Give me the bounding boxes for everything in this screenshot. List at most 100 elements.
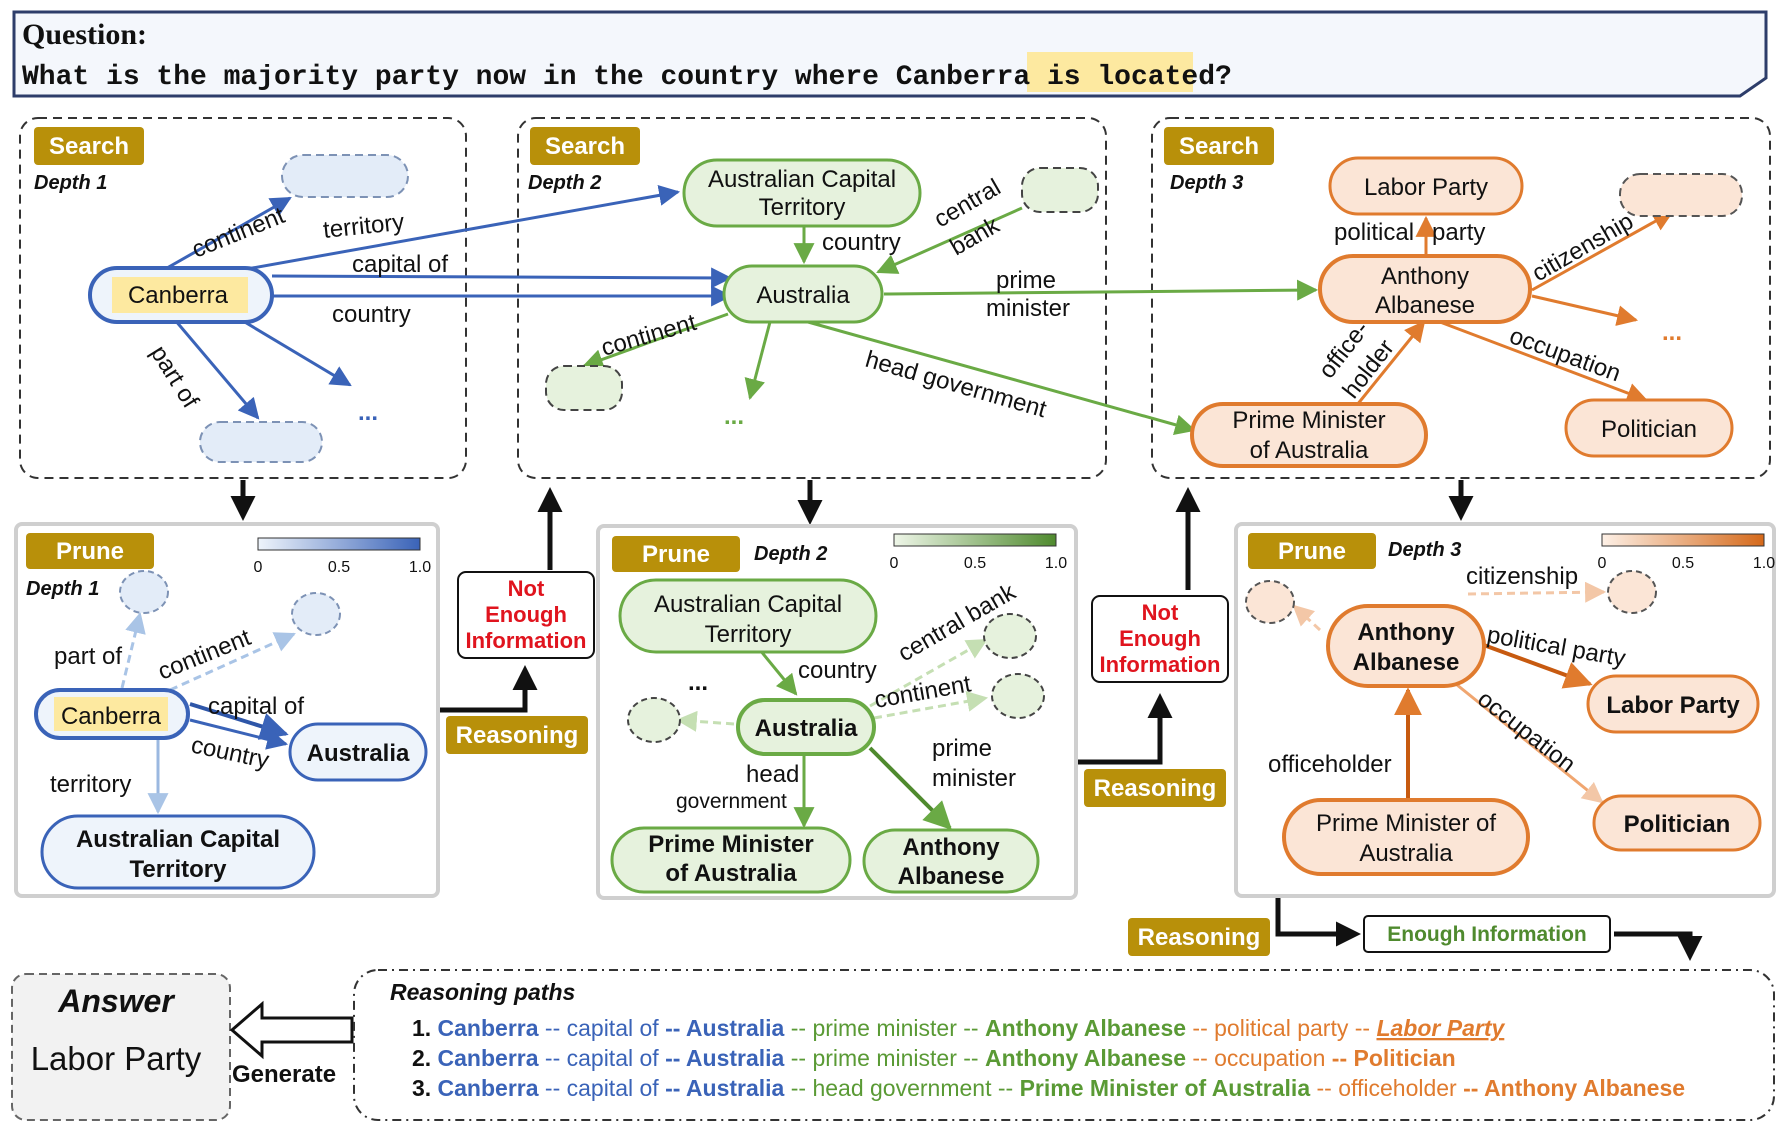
- search-panel-depth2: [517, 117, 1107, 479]
- svg-text:Reasoning: Reasoning: [1138, 924, 1261, 951]
- search2-unknown-node-2: [545, 365, 623, 411]
- question-highlight: Canberra: [896, 62, 1031, 93]
- search3-dots: ...: [1662, 319, 1682, 346]
- answer-title: Answer: [57, 983, 175, 1019]
- svg-text:Politician: Politician: [1624, 811, 1731, 838]
- search-tag-2: Search: [530, 127, 640, 165]
- svg-text:Information: Information: [1100, 652, 1221, 677]
- svg-text:Canberra: Canberra: [128, 282, 229, 309]
- svg-text:Prime Minister: Prime Minister: [648, 831, 813, 858]
- answer-box: Answer Labor Party: [11, 973, 231, 1121]
- svg-text:Anthony: Anthony: [1357, 619, 1455, 646]
- svg-text:Albanese: Albanese: [1375, 292, 1475, 319]
- svg-text:Prune: Prune: [56, 538, 124, 565]
- reasoning-path-1: 1. Canberra -- capital of -- Australia -…: [380, 1015, 1523, 1041]
- prune2-edge-head1: head: [746, 761, 799, 788]
- prune1-edge-capital: capital of: [208, 693, 304, 720]
- prune2-dots: ...: [688, 669, 708, 696]
- svg-text:0: 0: [890, 555, 899, 572]
- svg-text:Anthony: Anthony: [1381, 263, 1469, 290]
- svg-text:Not: Not: [1142, 600, 1179, 625]
- question-text: What is the majority party now in the co…: [22, 62, 1232, 93]
- svg-text:0: 0: [254, 559, 263, 576]
- prune1-edges: [120, 611, 296, 815]
- prune2-unknown-node-3: [627, 697, 681, 743]
- search1-unknown-node-2: [199, 421, 323, 463]
- svg-text:Australian Capital: Australian Capital: [76, 826, 280, 853]
- reasoning-paths-box: [353, 969, 1775, 1121]
- prune-depth-2: Depth 2: [754, 543, 827, 565]
- search3-edge-political1: political: [1334, 219, 1414, 246]
- prune1-unknown-node-2: [291, 592, 341, 636]
- generate-arrow: [229, 1000, 354, 1060]
- prune2-node-anthony: Anthony Albanese: [862, 828, 1040, 894]
- svg-text:Reasoning: Reasoning: [1094, 775, 1217, 802]
- svg-text:0.5: 0.5: [328, 559, 350, 576]
- search1-edge-territory: territory: [322, 209, 406, 244]
- prune1-edge-partof: part of: [54, 643, 122, 670]
- svg-text:Reasoning: Reasoning: [456, 722, 579, 749]
- prune3-unknown-node-1: [1245, 580, 1295, 624]
- answer-value: Labor Party: [31, 1040, 202, 1077]
- svg-text:Enough Information: Enough Information: [1387, 923, 1586, 946]
- svg-text:Anthony: Anthony: [902, 834, 1000, 861]
- search2-edges: [582, 206, 1319, 436]
- search2-edge-country: country: [822, 229, 901, 256]
- search1-unknown-node-1: [281, 154, 409, 198]
- search3-node-labor: Labor Party: [1328, 156, 1524, 216]
- search-depth-2: Depth 2: [528, 172, 601, 194]
- prune1-node-canberra: Canberra: [34, 688, 190, 740]
- prune2-unknown-node-2: [991, 673, 1045, 719]
- svg-text:Prune: Prune: [1278, 538, 1346, 565]
- svg-text:Labor Party: Labor Party: [1606, 692, 1740, 719]
- svg-text:1.0: 1.0: [1045, 555, 1067, 572]
- svg-text:Prime Minister: Prime Minister: [1232, 407, 1385, 434]
- svg-text:Information: Information: [466, 628, 587, 653]
- svg-text:Australia: Australia: [755, 715, 858, 742]
- prune3-edge-officeholder: officeholder: [1268, 751, 1392, 778]
- scale-blue: 0 0.5 1.0: [254, 537, 431, 576]
- reasoning-tag-2: Reasoning: [1084, 769, 1226, 807]
- svg-text:0.5: 0.5: [964, 555, 986, 572]
- svg-text:Albanese: Albanese: [898, 863, 1005, 890]
- search1-edge-continent: continent: [188, 202, 289, 264]
- scale-orange: 0 0.5 1.0: [1598, 533, 1775, 572]
- enough-info-box: Enough Information: [1363, 915, 1611, 953]
- svg-text:Search: Search: [1179, 133, 1259, 160]
- search3-node-politician: Politician: [1564, 398, 1734, 458]
- svg-text:0.5: 0.5: [1672, 555, 1694, 572]
- prune-depth-1: Depth 1: [26, 578, 99, 600]
- prune3-edges: [1292, 581, 1607, 804]
- svg-text:0: 0: [1598, 555, 1607, 572]
- prune2-edge-head2: government: [676, 790, 787, 813]
- svg-text:Enough: Enough: [1119, 626, 1201, 651]
- search-tag-1: Search: [34, 127, 144, 165]
- scale-green: 0 0.5 1.0: [890, 533, 1067, 572]
- search1-edge-country: country: [332, 301, 411, 328]
- prune-depth-3: Depth 3: [1388, 539, 1461, 561]
- svg-text:Canberra: Canberra: [61, 703, 162, 730]
- prune3-edge-citizenship: citizenship: [1466, 563, 1578, 590]
- prune2-node-act: Australian Capital Territory: [618, 578, 878, 654]
- prune2-edge-country: country: [798, 657, 877, 684]
- generate-label: Generate: [232, 1061, 336, 1088]
- search3-unknown-node: [1619, 173, 1743, 217]
- prune2-edge-prime1: prime: [932, 735, 992, 762]
- svg-text:1.0: 1.0: [1753, 555, 1775, 572]
- prune1-unknown-node-1: [119, 570, 169, 614]
- question-text-after: is located?: [1030, 62, 1232, 93]
- prune-tag-1: Prune: [26, 533, 154, 569]
- search-depth-1: Depth 1: [34, 172, 107, 194]
- prune1-edge-territory: territory: [50, 771, 131, 798]
- svg-text:Search: Search: [545, 133, 625, 160]
- svg-text:Australia: Australia: [307, 740, 410, 767]
- svg-text:Search: Search: [49, 133, 129, 160]
- prune1-node-act: Australian Capital Territory: [40, 814, 316, 890]
- svg-text:Labor Party: Labor Party: [1364, 174, 1488, 201]
- svg-text:Politician: Politician: [1601, 416, 1697, 443]
- prune2-edge-prime2: minister: [932, 765, 1016, 792]
- svg-text:Australia: Australia: [1359, 840, 1453, 867]
- search-panel-depth3: [1151, 117, 1771, 479]
- search-panel-depth1: [19, 117, 467, 479]
- search2-edge-headgov: head government: [862, 346, 1049, 424]
